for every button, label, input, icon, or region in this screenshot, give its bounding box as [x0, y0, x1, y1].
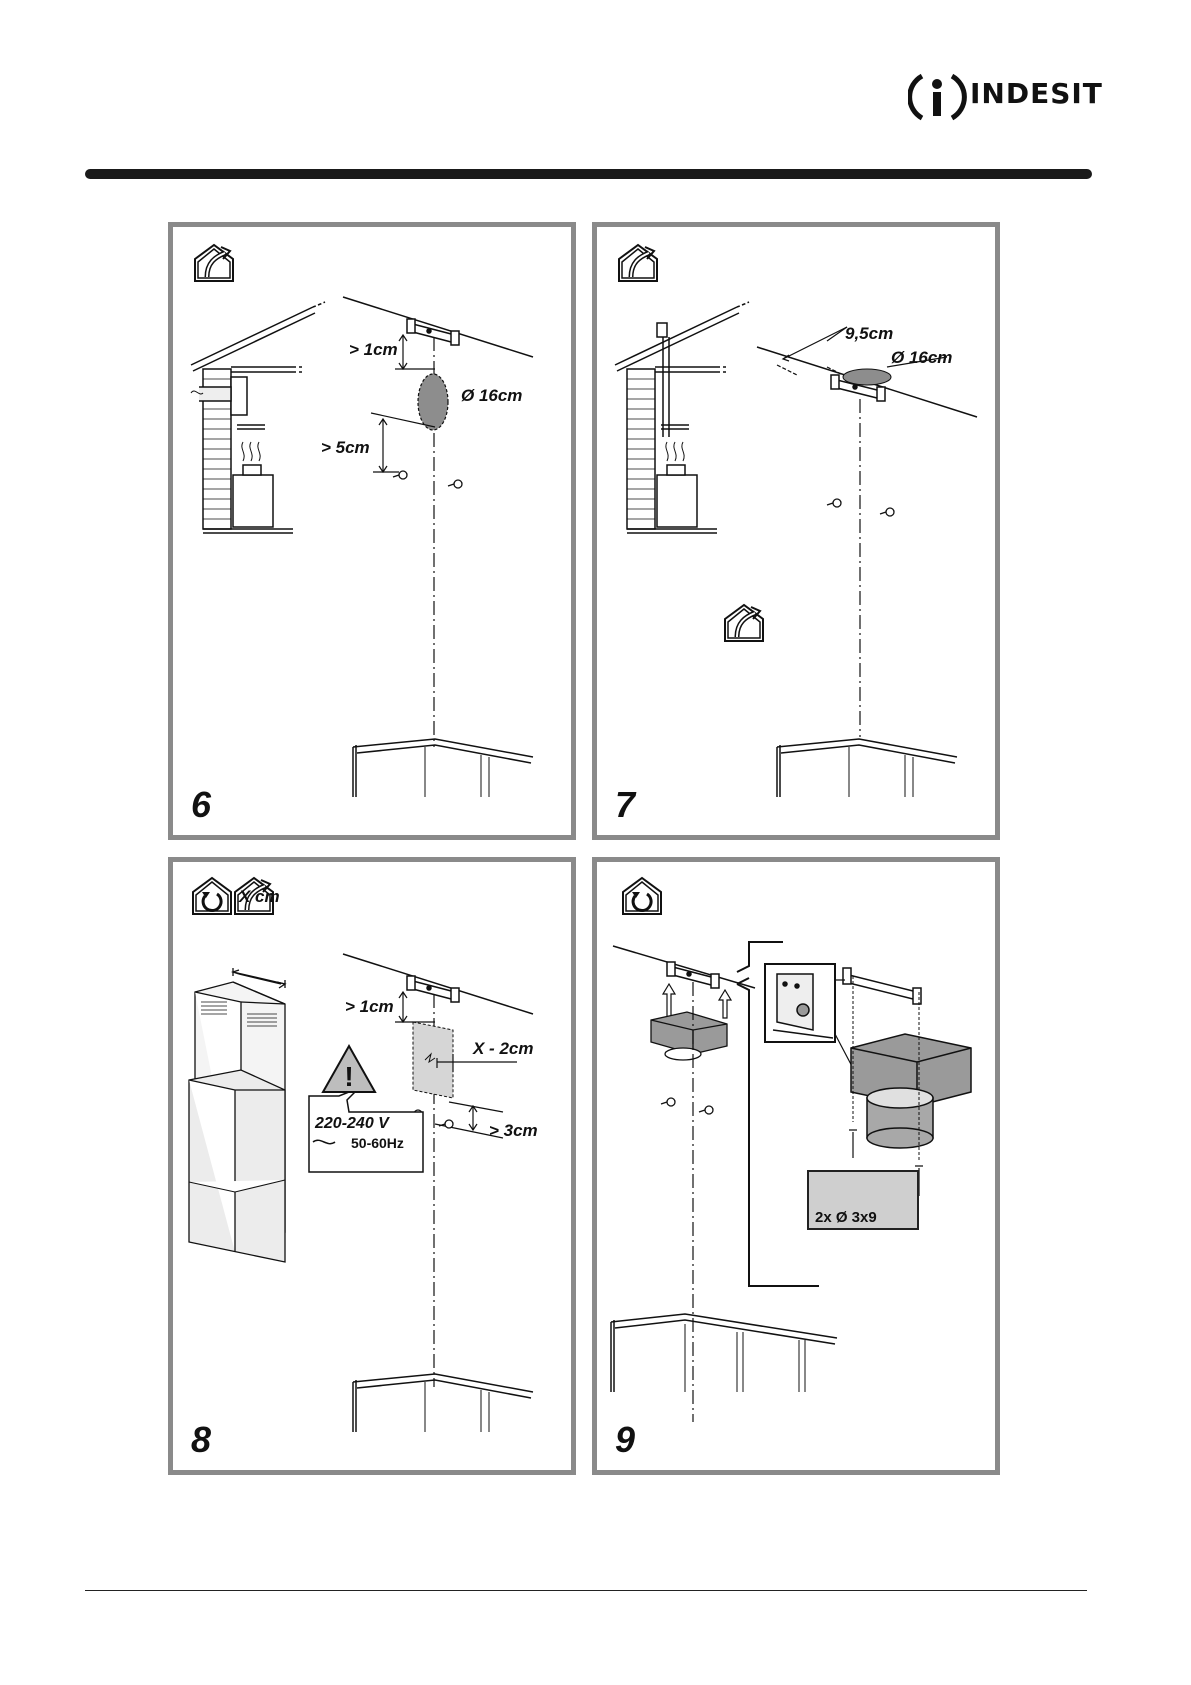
- dimension-label-outlet-width: X - 2cm: [473, 1040, 533, 1057]
- ducted-outlet-icon: [619, 245, 657, 281]
- brand-name: INDESIT: [970, 80, 1103, 108]
- figure-number: 8: [191, 1422, 211, 1458]
- recirculation-icon: [623, 878, 661, 914]
- kitchen-cabinet-outline: [353, 739, 533, 797]
- mounting-bracket: [407, 976, 459, 1002]
- screw-spec-label: 2x Ø 3x9: [815, 1210, 877, 1225]
- dimension-label-gap-bottom: > 3cm: [489, 1122, 538, 1139]
- dimension-label-gap-holes: > 5cm: [321, 439, 370, 456]
- mounting-bracket: [843, 968, 921, 1004]
- figure-panel-8: ! X cm > 1cm X - 2cm > 3cm 220-240 V 50-…: [168, 857, 576, 1475]
- ducted-outlet-icon: [195, 245, 233, 281]
- dimension-label-diameter: Ø 16cm: [891, 349, 952, 366]
- installation-drawing: [597, 862, 995, 1470]
- figure-number: 6: [191, 787, 211, 823]
- duct-connector: [851, 1034, 971, 1148]
- figure-panel-9: 2x Ø 3x9 9: [592, 857, 1000, 1475]
- mounting-bracket: [407, 319, 459, 345]
- ducted-outlet-icon: [725, 605, 763, 641]
- screw-spec-box: 2x Ø 3x9: [807, 1170, 919, 1230]
- power-socket-area: [413, 1022, 453, 1098]
- header-divider: [85, 169, 1092, 179]
- detail-inset: [765, 964, 835, 1042]
- kitchen-cabinet-outline: [777, 739, 957, 797]
- installation-drawing: [173, 227, 571, 835]
- figure-number: 7: [615, 787, 635, 823]
- installation-drawing: [597, 227, 995, 835]
- figure-number: 9: [615, 1422, 635, 1458]
- kitchen-cabinet-outline: [611, 1314, 837, 1392]
- house-section-illustration: [191, 302, 325, 533]
- kitchen-cabinet-outline: [353, 1374, 533, 1432]
- wall-plug: [661, 1098, 713, 1114]
- dimension-label-gap-top: > 1cm: [345, 998, 394, 1015]
- figure-panel-6: > 1cm Ø 16cm > 5cm 6: [168, 222, 576, 840]
- dimension-label-width: X cm: [239, 888, 280, 905]
- brand-logo: INDESIT: [908, 68, 1088, 126]
- indesit-info-logo-icon: [908, 68, 968, 126]
- house-section-illustration: [615, 302, 749, 533]
- wall-plug: [393, 471, 462, 488]
- dimension-label-gap-top: > 1cm: [349, 341, 398, 358]
- chimney-cover-illustration: [189, 968, 285, 1262]
- footer-divider: [85, 1590, 1087, 1591]
- svg-text:!: !: [344, 1061, 353, 1092]
- electrical-warning-icon: !: [309, 1046, 423, 1172]
- dimension-label-diameter: Ø 16cm: [461, 387, 522, 404]
- frequency-label: 50-60Hz: [351, 1136, 404, 1150]
- recirculation-icon: [193, 878, 231, 914]
- duct-hole: [418, 374, 448, 430]
- duct-connector: [651, 1012, 727, 1060]
- voltage-label: 220-240 V: [315, 1116, 389, 1132]
- figure-panel-7: 9,5cm Ø 16cm 7: [592, 222, 1000, 840]
- installation-drawing: !: [173, 862, 571, 1470]
- dimension-label-offset: 9,5cm: [845, 325, 893, 342]
